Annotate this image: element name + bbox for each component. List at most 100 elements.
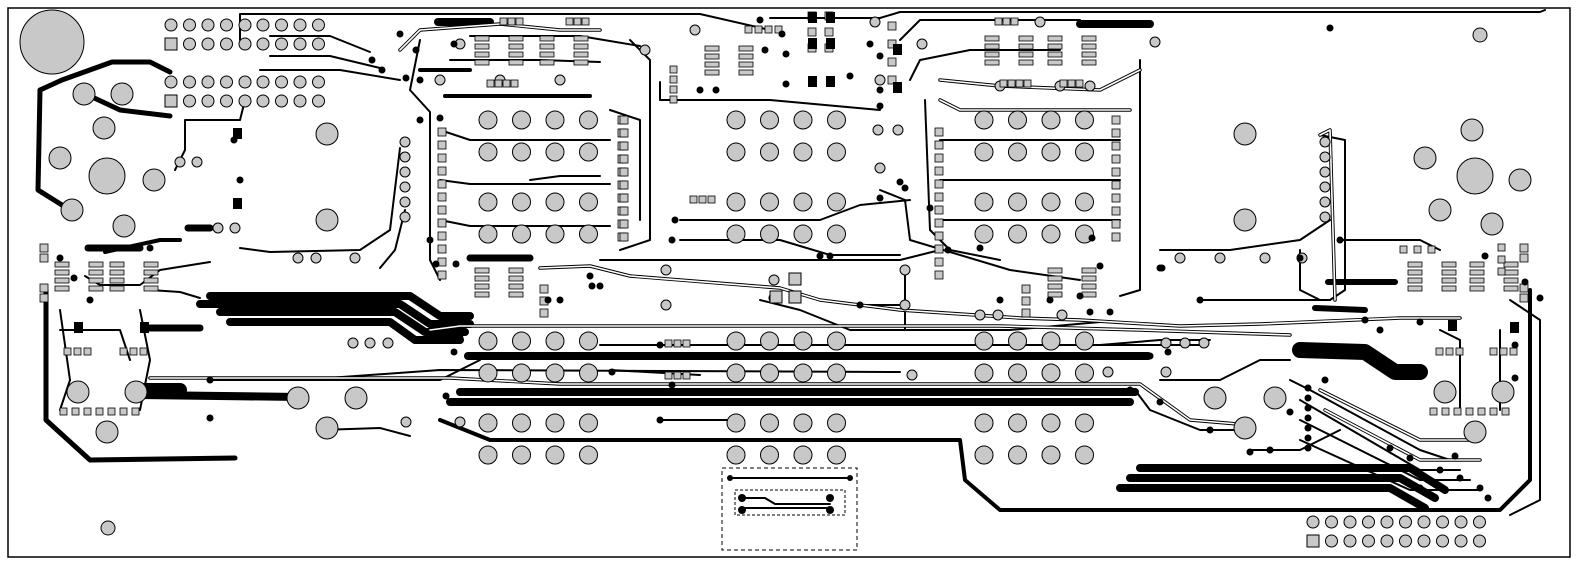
header-pad bbox=[1343, 515, 1357, 529]
via bbox=[1106, 398, 1114, 406]
via bbox=[1076, 292, 1084, 300]
component-pad bbox=[793, 363, 813, 383]
smd-pad bbox=[1111, 154, 1121, 164]
via bbox=[1106, 308, 1114, 316]
component-pad bbox=[512, 331, 531, 351]
round-pad bbox=[1203, 386, 1227, 410]
ic-pin bbox=[573, 43, 589, 50]
component-pad bbox=[726, 413, 746, 433]
component-pad bbox=[760, 110, 779, 130]
via bbox=[544, 296, 552, 304]
round-pad bbox=[112, 214, 136, 238]
header-pad bbox=[256, 37, 270, 51]
via bbox=[756, 16, 764, 24]
via bbox=[1511, 374, 1519, 382]
via bbox=[782, 80, 790, 88]
smd-pad bbox=[1501, 407, 1510, 416]
via bbox=[1416, 318, 1424, 326]
round-pad bbox=[191, 156, 203, 168]
component-pad bbox=[760, 224, 779, 244]
via bbox=[846, 72, 854, 80]
header-pad-square bbox=[164, 94, 178, 108]
component-pad bbox=[512, 363, 531, 383]
ic-pin bbox=[1018, 35, 1034, 42]
smd-pad bbox=[1441, 407, 1450, 416]
via bbox=[452, 260, 460, 268]
component-pad bbox=[1075, 331, 1094, 351]
component-pad bbox=[793, 142, 813, 162]
header-pad bbox=[1473, 534, 1486, 548]
round-pad bbox=[292, 252, 304, 264]
via bbox=[1484, 494, 1492, 502]
ic-pin bbox=[1441, 285, 1457, 292]
component-pad bbox=[478, 192, 498, 212]
smd-pad bbox=[934, 166, 944, 176]
smd-pad bbox=[515, 17, 524, 26]
header-pad bbox=[312, 94, 325, 108]
round-pad bbox=[364, 337, 376, 349]
header-pad bbox=[183, 75, 196, 89]
round-pad bbox=[347, 337, 359, 349]
round-pad bbox=[1102, 366, 1114, 378]
ic-pin bbox=[1469, 285, 1485, 292]
smd-pad bbox=[573, 17, 582, 26]
round-pad bbox=[639, 44, 651, 56]
via bbox=[456, 334, 464, 342]
smd-pad bbox=[664, 371, 673, 380]
component-pad bbox=[726, 110, 746, 130]
round-pad bbox=[315, 122, 339, 146]
component-pad bbox=[827, 363, 846, 383]
smd-pad bbox=[565, 17, 574, 26]
ic-pin bbox=[88, 285, 104, 292]
smd-pad bbox=[619, 141, 629, 151]
smd-pad bbox=[39, 253, 49, 263]
component-pad bbox=[1041, 224, 1061, 244]
component-pad bbox=[1075, 363, 1094, 383]
smd-pad bbox=[1111, 232, 1121, 242]
round-pad bbox=[906, 369, 918, 381]
ic-pin bbox=[474, 275, 490, 282]
component-pad bbox=[827, 331, 846, 351]
via bbox=[876, 86, 884, 94]
smd-pad bbox=[1399, 245, 1408, 254]
round-pad bbox=[1428, 198, 1452, 222]
component-pad bbox=[827, 445, 846, 465]
component-pad bbox=[1008, 363, 1027, 383]
component-pad bbox=[478, 413, 498, 433]
via bbox=[1481, 252, 1489, 260]
ic-pin bbox=[54, 285, 70, 292]
round-pad bbox=[110, 82, 134, 106]
header-pad bbox=[1454, 534, 1468, 548]
smd-pad bbox=[1477, 407, 1486, 416]
smd-pad bbox=[1497, 243, 1506, 252]
component-pad bbox=[545, 224, 565, 244]
component-pad bbox=[1008, 445, 1027, 465]
smd-pad bbox=[934, 153, 944, 163]
smd-pad bbox=[999, 79, 1008, 88]
via bbox=[1046, 296, 1054, 304]
component-pad bbox=[579, 224, 598, 244]
ic-pin bbox=[1407, 269, 1423, 276]
ic-pin bbox=[1081, 291, 1097, 298]
smd-pad bbox=[669, 75, 678, 84]
ic-pin bbox=[984, 35, 1000, 42]
component-pad bbox=[726, 363, 746, 383]
component-pad bbox=[545, 363, 565, 383]
smd-pad bbox=[1509, 347, 1518, 356]
smd-pad bbox=[437, 179, 447, 189]
ic-pin bbox=[1081, 275, 1097, 282]
smd-pad bbox=[63, 347, 72, 356]
component-pad bbox=[1041, 331, 1061, 351]
round-pad bbox=[1233, 122, 1257, 146]
smd-pad bbox=[1067, 79, 1076, 88]
header-pad-square bbox=[1306, 534, 1320, 548]
round-pad bbox=[400, 416, 412, 428]
round-pad bbox=[1084, 80, 1096, 92]
header-pad bbox=[1380, 515, 1394, 529]
round-pad bbox=[399, 181, 411, 193]
ic-pin bbox=[508, 275, 524, 282]
via bbox=[944, 246, 952, 254]
smd-pad bbox=[1497, 255, 1506, 264]
smd-pad bbox=[673, 339, 682, 348]
component-pad bbox=[512, 413, 531, 433]
